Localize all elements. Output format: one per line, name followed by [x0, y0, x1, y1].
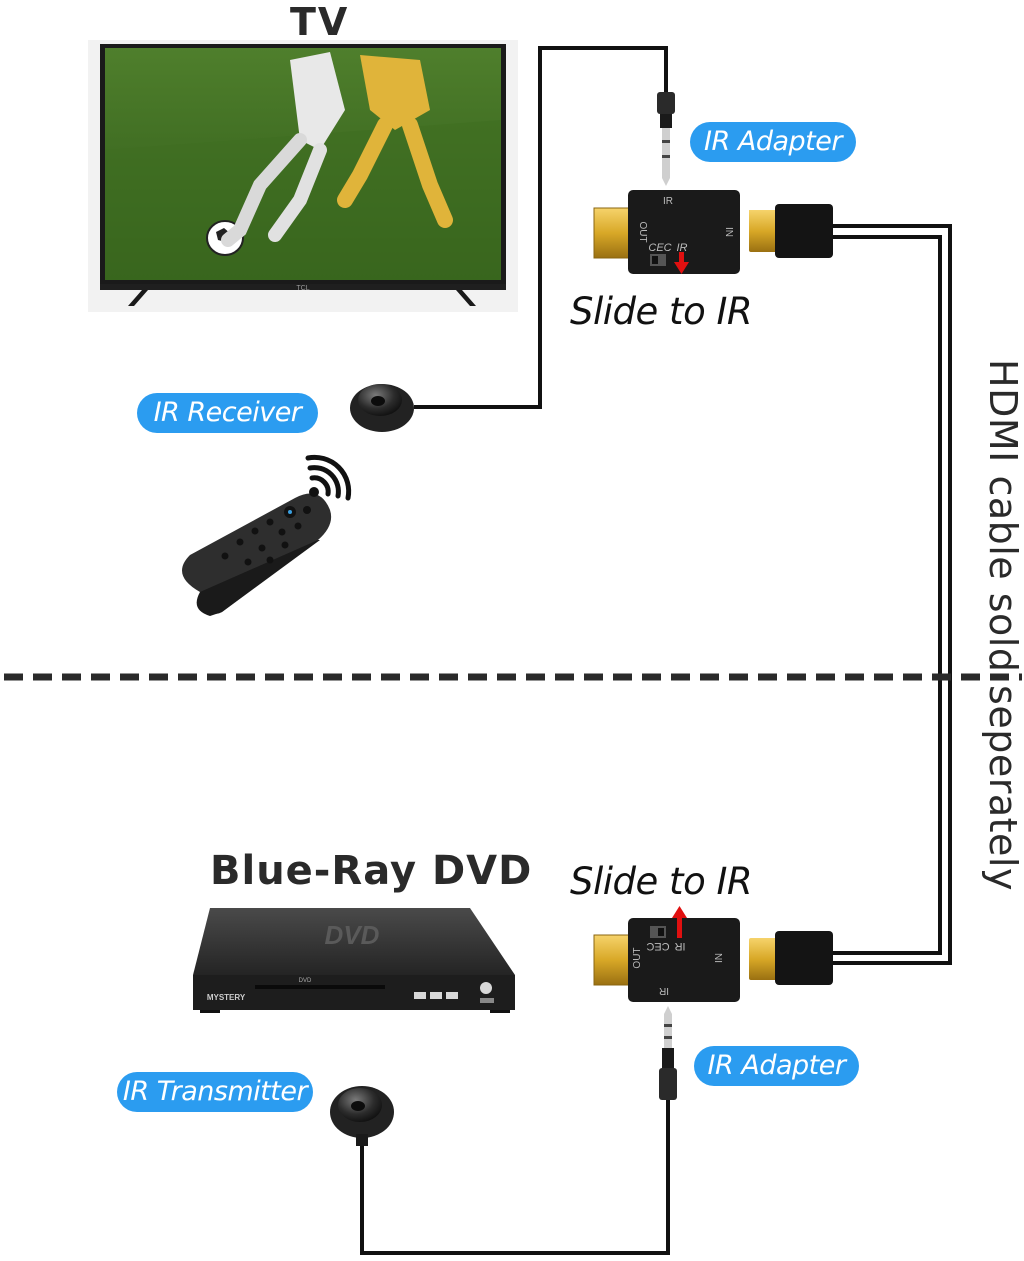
ir-receiver-cable	[414, 46, 668, 409]
ir-adapter-bottom-label: IR Adapter	[694, 1046, 859, 1086]
dvd-lid-logo: DVD	[325, 920, 380, 950]
ir-transmitter-cable	[360, 1100, 670, 1255]
remote-control-icon	[182, 493, 332, 616]
dvd-player-icon: DVD DVD MYSTERY	[193, 908, 515, 1013]
audio-jack-icon-bottom	[659, 1006, 677, 1100]
hdmi-adapter-bottom: OUT IR IN CEC IR	[593, 918, 740, 1002]
hdmi-cable	[830, 224, 952, 965]
switch-label-cec-bottom: CEC	[646, 940, 669, 952]
hdmi-adapter-top: OUT IR IN CEC IR	[593, 190, 740, 274]
port-label-ir: IR	[663, 196, 673, 207]
hdmi-cable-note: HDMI cable sold seperately	[981, 359, 1024, 891]
dvd-top-label: DVD	[299, 978, 312, 984]
slide-to-ir-top: Slide to IR	[570, 290, 753, 333]
port-label-in-bottom: IN	[714, 953, 725, 963]
switch-label-ir-bottom: IR	[674, 940, 685, 952]
tv-brand-logo: TCL	[296, 285, 309, 292]
tv-icon: TCL	[88, 40, 518, 312]
hdmi-plug-icon	[749, 204, 833, 258]
port-label-ir-bottom: IR	[659, 985, 669, 996]
audio-jack-icon	[657, 92, 675, 186]
hdmi-plug-icon-bottom	[749, 931, 833, 985]
switch-label-ir: IR	[677, 242, 688, 254]
port-label-out-bottom: OUT	[632, 947, 643, 968]
bluray-title: Blue-Ray DVD	[210, 848, 533, 894]
wifi-signal-icon	[305, 454, 352, 501]
tv-title: TV	[290, 0, 350, 44]
port-label-out: OUT	[637, 221, 648, 242]
ir-eye-icon-transmitter	[330, 1086, 394, 1146]
ir-receiver-label: IR Receiver	[137, 393, 318, 433]
ir-eye-icon	[350, 384, 414, 432]
slide-arrow-up	[672, 906, 687, 938]
slide-arrow-down	[674, 252, 689, 274]
dvd-brand: MYSTERY	[207, 993, 246, 1002]
slide-to-ir-bottom: Slide to IR	[570, 860, 753, 903]
switch-label-cec: CEC	[648, 242, 671, 254]
port-label-in: IN	[723, 227, 734, 237]
ir-transmitter-label: IR Transmitter	[117, 1072, 313, 1112]
ir-adapter-top-label: IR Adapter	[690, 122, 856, 162]
